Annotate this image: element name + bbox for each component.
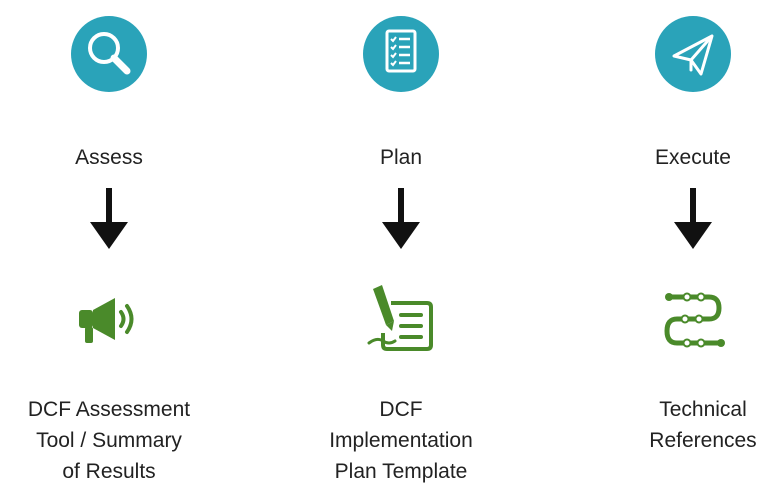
phase-column-plan: Plan DCF Implementation Plan Template bbox=[301, 0, 501, 503]
phase-label-execute: Execute bbox=[655, 146, 731, 169]
megaphone-icon bbox=[69, 281, 149, 361]
phase-label-plan: Plan bbox=[379, 146, 423, 169]
deliverable-line: Tool / Summary bbox=[36, 429, 182, 452]
magnifying-glass-icon bbox=[71, 16, 147, 92]
deliverable-line: Technical bbox=[659, 398, 747, 421]
deliverable-line: DCF Assessment bbox=[27, 398, 191, 421]
deliverable-line: of Results bbox=[62, 460, 156, 483]
deliverable-line: References bbox=[649, 429, 757, 452]
paper-plane-icon bbox=[655, 16, 731, 92]
phase-column-assess: Assess DCF Assessment Tool / Summary of … bbox=[9, 0, 209, 503]
down-arrow-icon bbox=[673, 188, 713, 250]
deliverable-assess: DCF Assessment Tool / Summary of Results bbox=[0, 394, 219, 487]
document-pen-icon bbox=[361, 281, 441, 361]
phase-column-execute: Execute Technical References bbox=[593, 0, 779, 503]
deliverable-line: DCF bbox=[379, 398, 423, 421]
checklist-icon bbox=[363, 16, 439, 92]
deliverable-line: Plan Template bbox=[334, 460, 468, 483]
deliverable-execute: Technical References bbox=[603, 394, 779, 456]
roadmap-path-icon bbox=[653, 281, 733, 361]
down-arrow-icon bbox=[89, 188, 129, 250]
deliverable-plan: DCF Implementation Plan Template bbox=[291, 394, 511, 487]
deliverable-line: Implementation bbox=[329, 429, 473, 452]
down-arrow-icon bbox=[381, 188, 421, 250]
phase-label-assess: Assess bbox=[75, 146, 143, 169]
